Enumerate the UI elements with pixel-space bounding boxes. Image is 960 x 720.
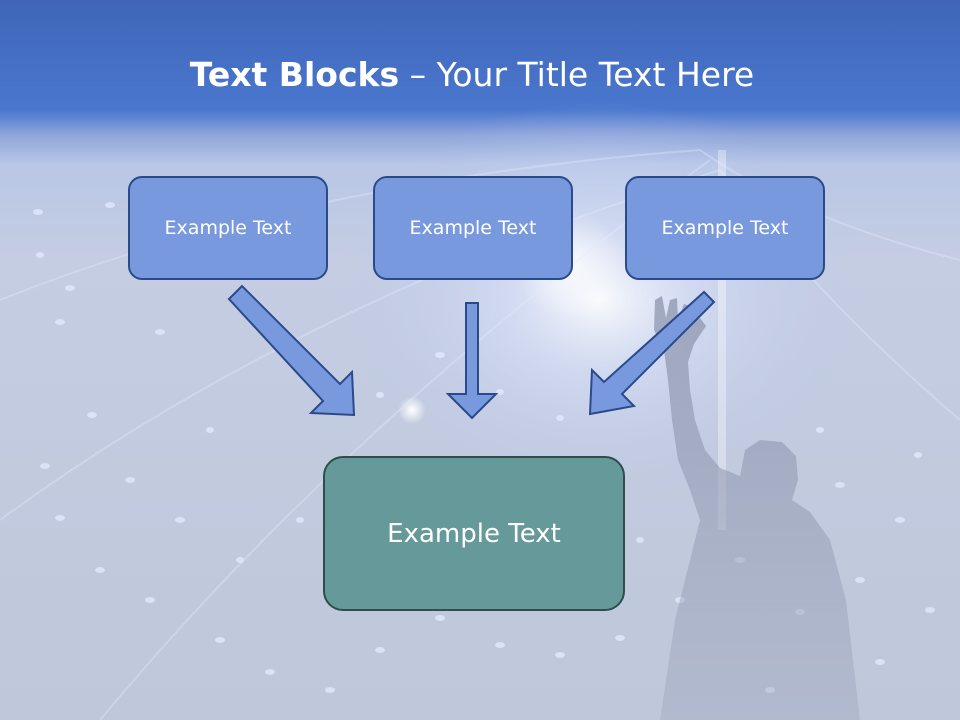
- arrow-down-middle: [445, 302, 499, 420]
- box-bottom[interactable]: Example Text: [323, 456, 625, 611]
- box-top-right-text: Example Text: [661, 217, 789, 239]
- light-spot: [398, 396, 426, 424]
- person-silhouette: [654, 296, 860, 720]
- box-top-middle-text: Example Text: [409, 217, 537, 239]
- slide-title: Text Blocks – Your Title Text Here: [0, 52, 944, 98]
- light-beam: [718, 150, 726, 530]
- box-top-left-text: Example Text: [164, 217, 292, 239]
- box-bottom-text: Example Text: [387, 518, 561, 549]
- title-bold: Text Blocks: [189, 55, 400, 94]
- arrow-right-diagonal: [588, 290, 716, 416]
- box-top-left[interactable]: Example Text: [128, 176, 328, 280]
- box-top-middle[interactable]: Example Text: [373, 176, 573, 280]
- sparkle-dots: [33, 202, 935, 693]
- title-rest: Your Title Text Here: [436, 55, 755, 94]
- arrow-left-diagonal: [227, 284, 356, 417]
- title-separator: –: [399, 55, 437, 94]
- box-top-right[interactable]: Example Text: [625, 176, 825, 280]
